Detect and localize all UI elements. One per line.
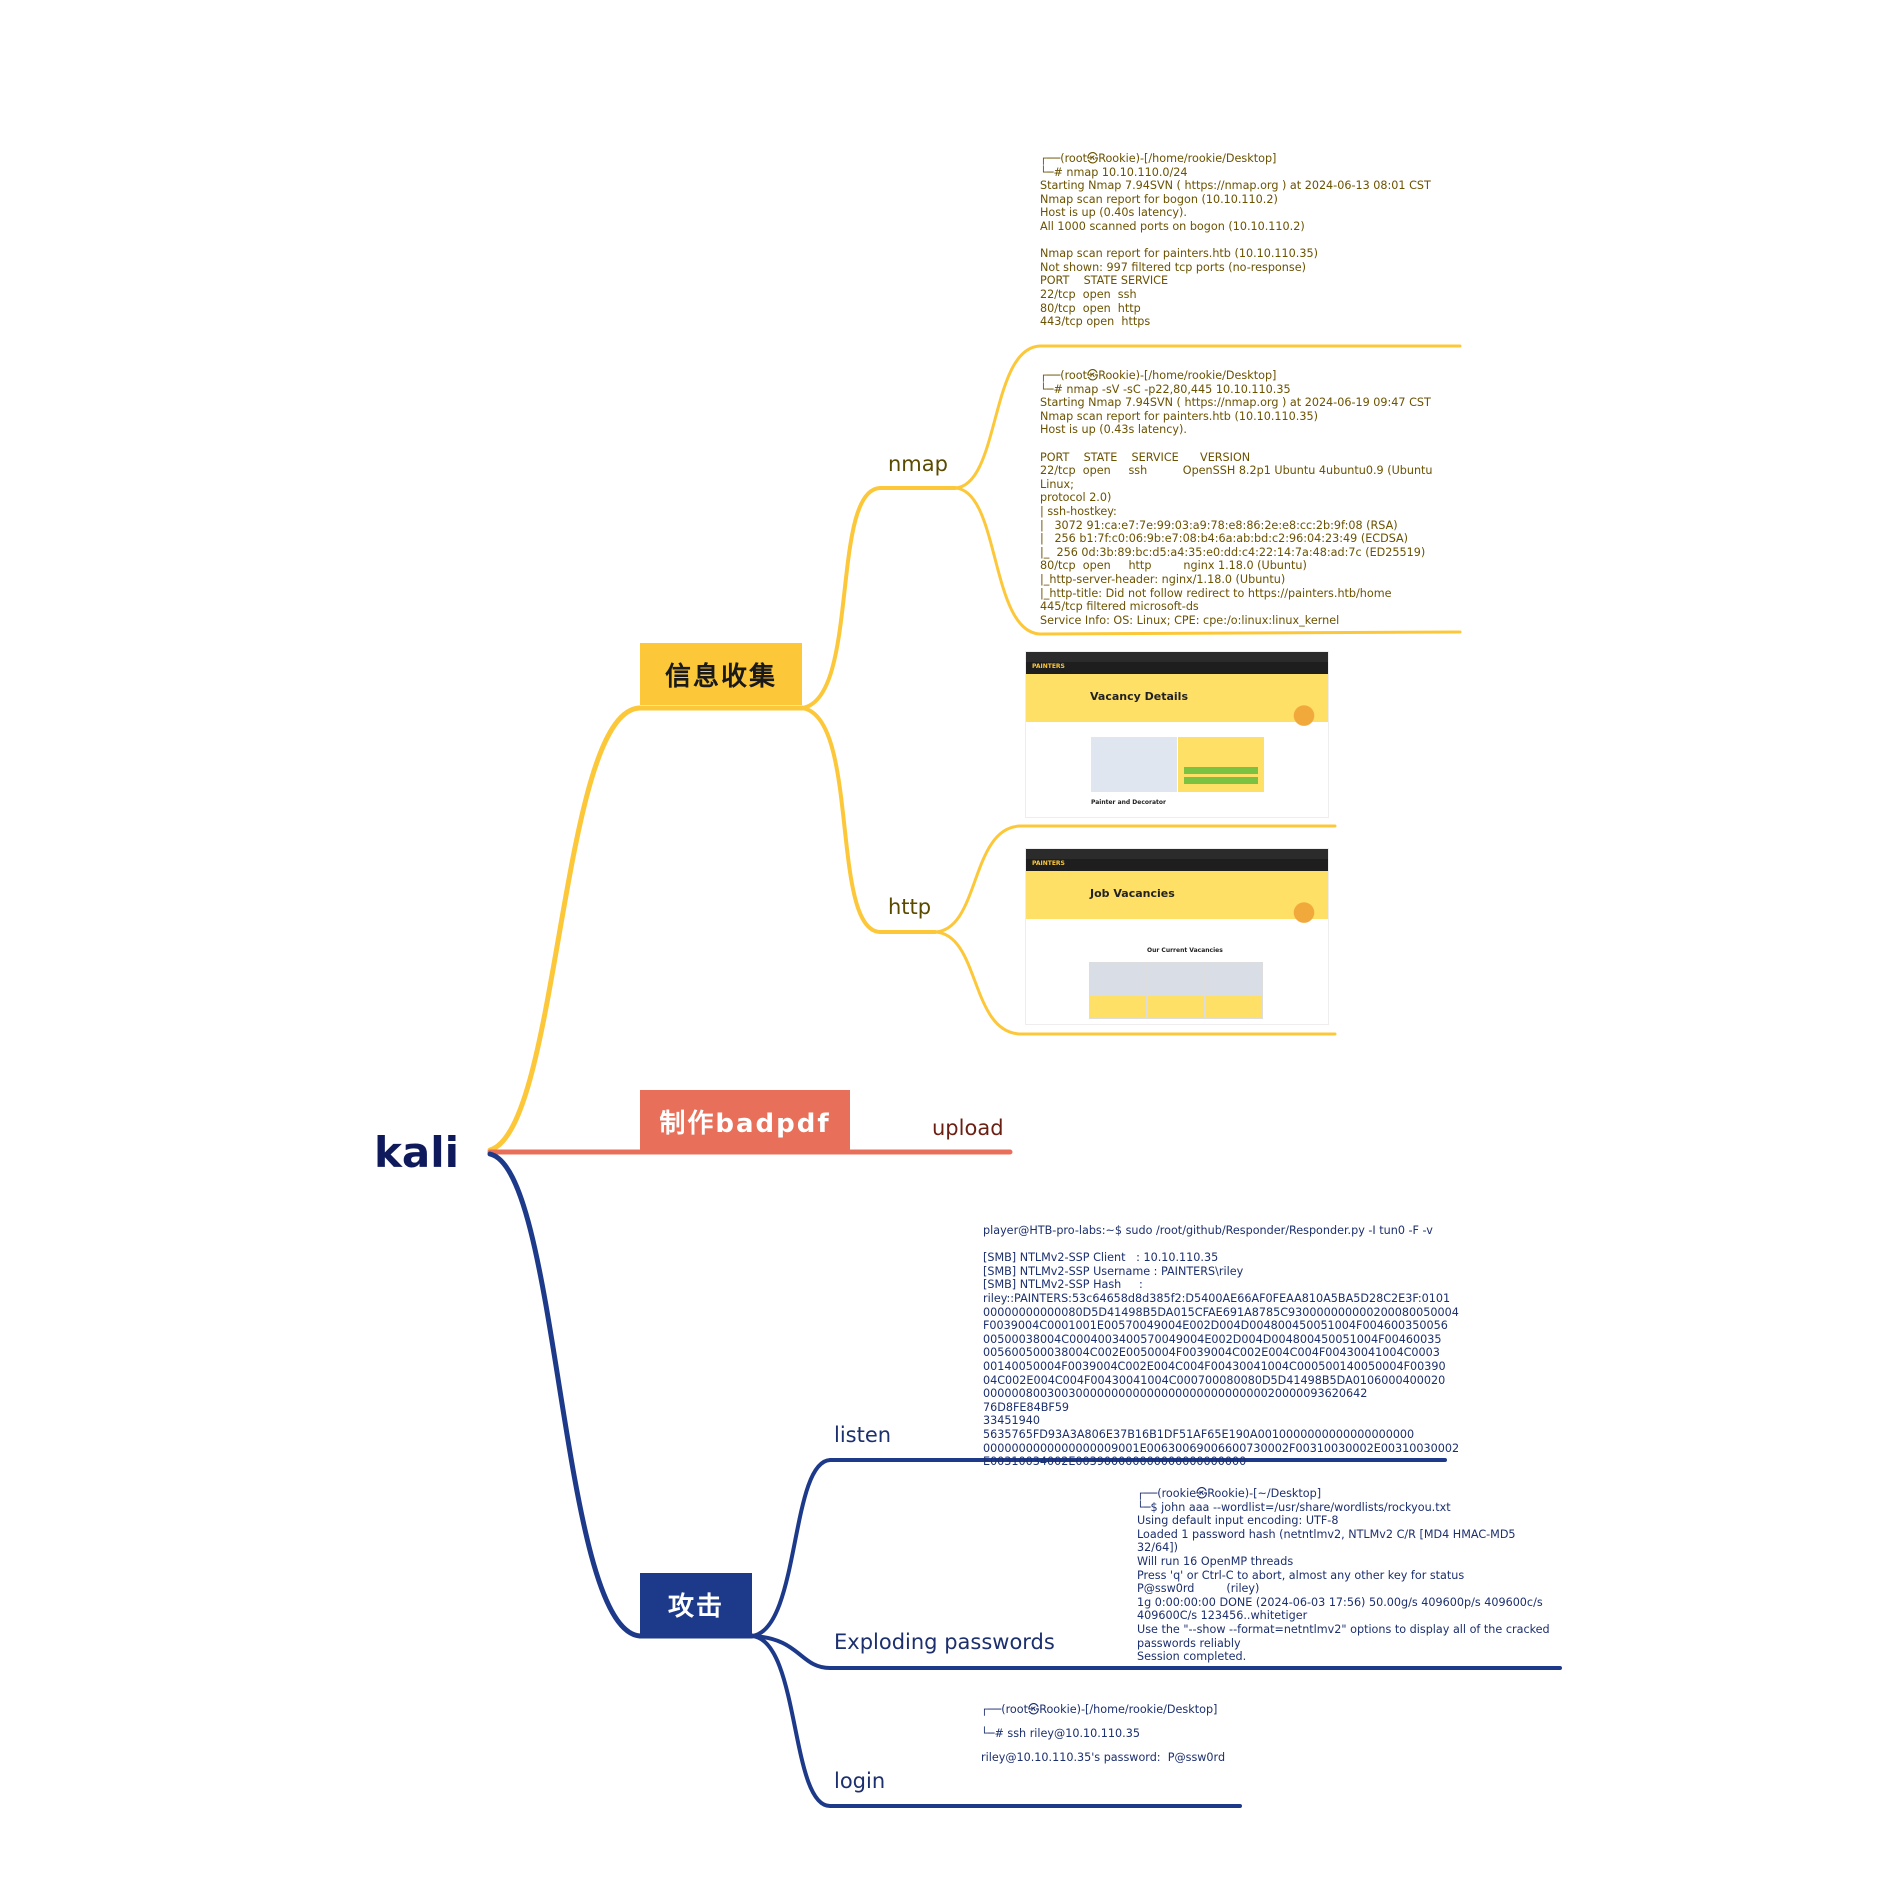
section-title: Our Current Vacancies [1147,947,1223,954]
edge-info-http [800,706,937,934]
hero-figure-icon [1284,698,1324,742]
node-listen[interactable]: listen [834,1423,892,1447]
upload-button [1184,777,1258,784]
hero-banner: Vacancy Details [1026,674,1328,742]
edge-info-nmap [800,486,957,710]
edge-nmap-scan1 [953,344,1462,490]
login-line-password: riley@10.10.110.35's password: P@ssw0rd [981,1751,1226,1764]
responder-output: player@HTB-pro-labs:~$ sudo /root/github… [983,1224,1460,1469]
login-line-prompt: ┌──(root㉿Rookie)-[/home/rookie/Desktop] [981,1703,1218,1716]
branch-make-badpdf[interactable]: 制作badpdf [640,1090,850,1152]
vacancy-card [1205,962,1263,1019]
hero-figure-icon [1284,895,1324,939]
browser-bar [1026,849,1328,859]
site-logo: PAINTERS [1032,663,1065,670]
edge-attack-exploding [750,1634,1562,1670]
node-login[interactable]: login [834,1769,886,1793]
edge-http-shot2 [933,930,1337,1036]
root-node-kali[interactable]: kali [374,1128,460,1177]
site-nav [1026,662,1328,674]
http-screenshot-vacancy-details: PAINTERS Vacancy Details Painter and Dec… [1025,651,1329,818]
login-line-ssh: └─# ssh riley@10.10.110.35 [981,1727,1140,1740]
painter-photo [1091,737,1177,792]
edge-root-info [487,705,643,1153]
job-caption: Painter and Decorator [1091,799,1166,806]
branch-attack[interactable]: 攻击 [640,1573,752,1635]
nmap-scan-output-1: ┌──(root㉿Rookie)-[/home/rookie/Desktop] … [1040,152,1431,329]
edge-root-attack [487,1151,643,1639]
branch-info-gathering[interactable]: 信息收集 [640,643,802,705]
browser-bar [1026,652,1328,662]
hero-title: Vacancy Details [1090,690,1188,703]
hero-title: Job Vacancies [1090,887,1175,900]
site-logo: PAINTERS [1032,860,1065,867]
vacancy-card [1147,962,1205,1019]
hero-banner: Job Vacancies [1026,871,1328,939]
edge-http-shot1 [933,824,1337,934]
site-nav [1026,859,1328,871]
node-nmap[interactable]: nmap [888,452,948,476]
edge-nmap-scan2 [953,486,1462,636]
vacancy-card [1089,962,1147,1019]
nmap-scan-output-2: ┌──(root㉿Rookie)-[/home/rookie/Desktop] … [1040,369,1433,627]
http-screenshot-job-vacancies: PAINTERS Job Vacancies Our Current Vacan… [1025,848,1329,1025]
john-output: ┌──(rookie㉿Rookie)-[~/Desktop] └─$ john … [1137,1487,1550,1664]
apply-button [1184,767,1258,774]
edge-attack-login [750,1634,1242,1808]
node-http[interactable]: http [888,895,932,919]
apply-panel [1178,737,1264,792]
edge-attack-listen [750,1458,1447,1638]
node-upload[interactable]: upload [932,1116,1004,1140]
node-exploding-passwords[interactable]: Exploding passwords [834,1630,1055,1654]
